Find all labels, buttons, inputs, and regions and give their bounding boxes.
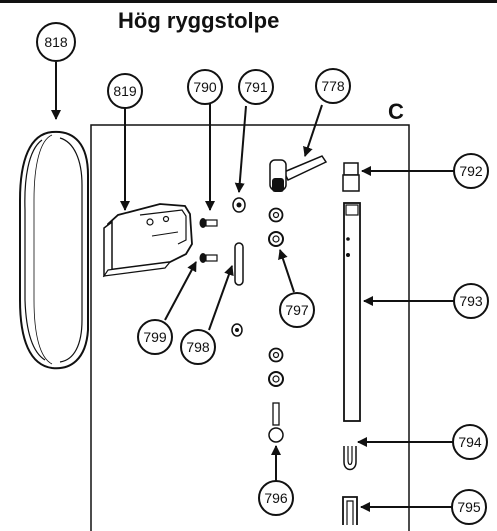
callout-795: 795 (457, 499, 481, 515)
panel-letter: C (388, 99, 404, 124)
callout-790: 790 (193, 79, 217, 95)
callout-circle-778 (315, 68, 351, 104)
callout-circle-790 (187, 69, 223, 105)
callout-791: 791 (244, 79, 268, 95)
callout-circle-818 (36, 22, 76, 62)
callout-819: 819 (113, 83, 137, 99)
washer-1 (268, 207, 284, 223)
headrest-cushion (19, 130, 89, 370)
callout-818: 818 (44, 34, 68, 50)
callout-797: 797 (285, 302, 309, 318)
washer-3 (268, 347, 284, 363)
locking-pin (268, 402, 284, 443)
callout-794: 794 (458, 434, 482, 450)
screw-lower (199, 253, 218, 263)
backrest-tube (343, 202, 361, 422)
tube-cap (342, 162, 360, 192)
panel-frame (90, 124, 410, 531)
diagram-title: Hög ryggstolpe (118, 8, 280, 33)
leader-lines (51, 62, 454, 512)
callout-circle-795 (451, 489, 487, 525)
callout-792: 792 (459, 163, 483, 179)
callout-circle-798 (180, 329, 216, 365)
adjustment-lever (269, 155, 328, 192)
washer-4 (268, 371, 284, 387)
callout-799: 799 (143, 329, 167, 345)
callout-circle-796 (258, 480, 294, 516)
callout-circle-819 (107, 73, 143, 109)
callout-circle-792 (453, 153, 489, 189)
callout-796: 796 (264, 490, 288, 506)
u-spring (342, 496, 358, 525)
callout-circle-794 (452, 424, 488, 460)
washer-2 (268, 231, 284, 247)
nut-lower (231, 323, 243, 337)
spring-clip (343, 446, 357, 471)
callout-circle-797 (279, 292, 315, 328)
callout-circle-791 (238, 69, 274, 105)
callout-circle-799 (137, 319, 173, 355)
slot-plate (234, 242, 244, 286)
nut-upper (232, 197, 246, 213)
callout-793: 793 (459, 293, 483, 309)
callout-798: 798 (186, 339, 210, 355)
screw-upper (199, 218, 218, 228)
top-rule (0, 0, 497, 3)
callout-778: 778 (321, 78, 345, 94)
callout-circle-793 (453, 283, 489, 319)
headrest-bracket (102, 203, 193, 278)
